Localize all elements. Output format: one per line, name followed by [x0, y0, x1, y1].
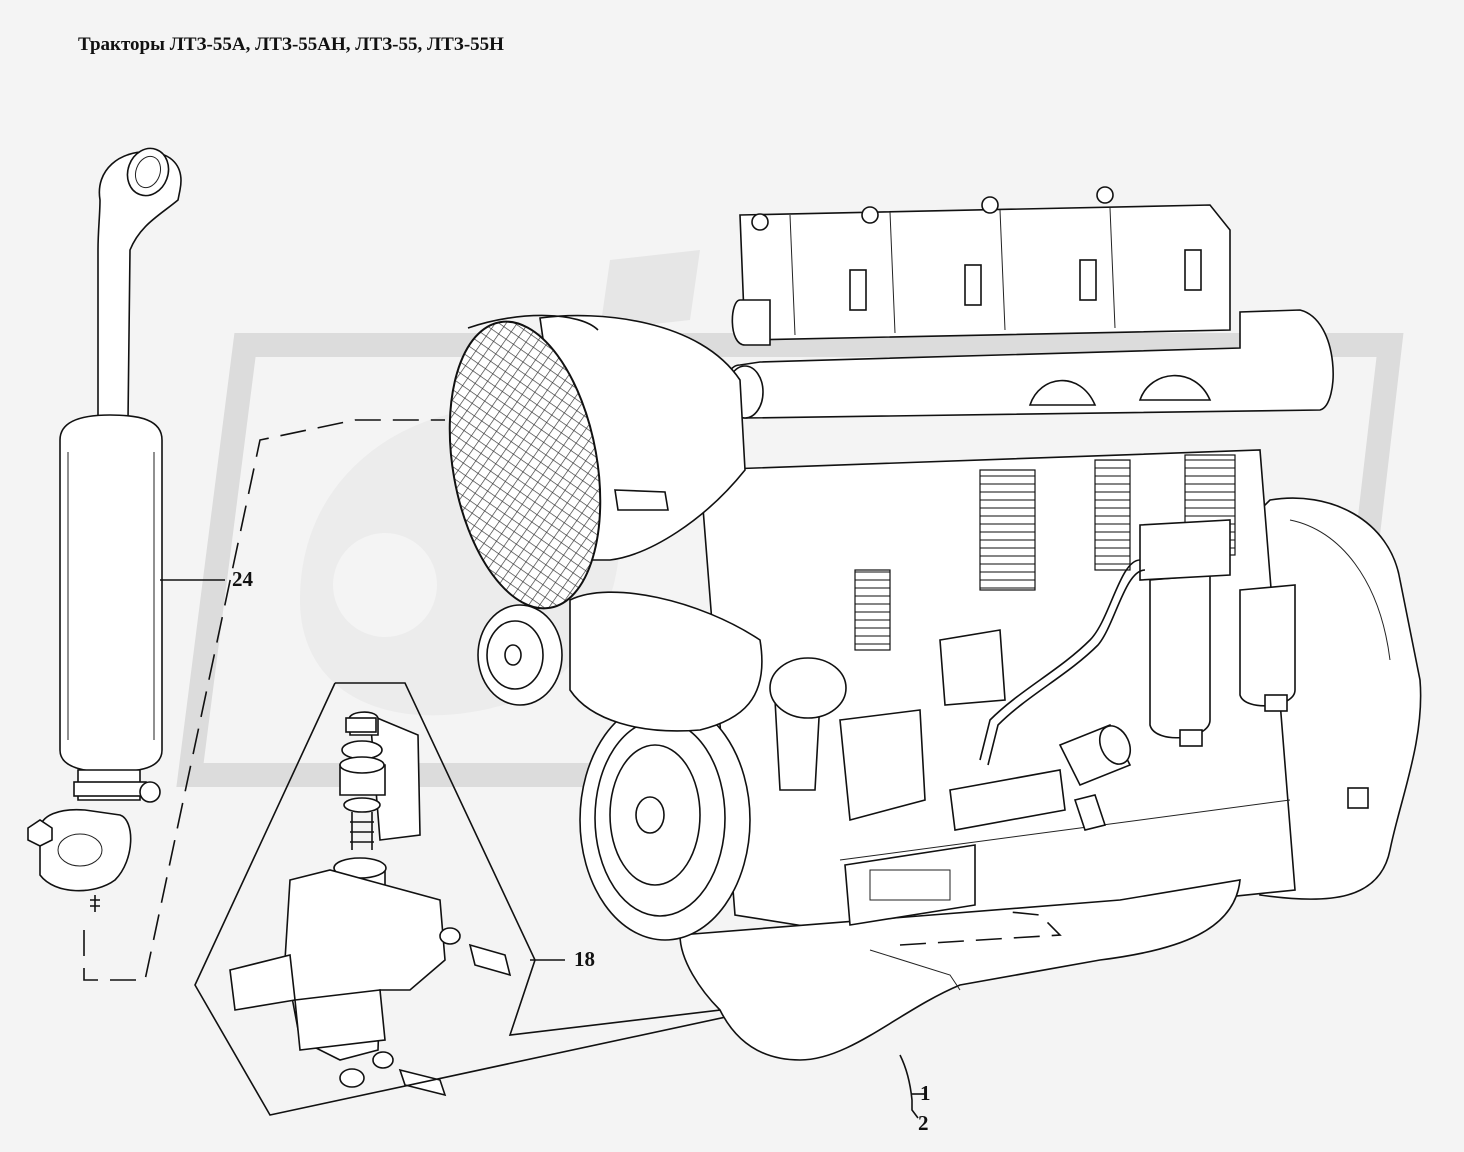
muffler-connection-dashed-line	[83, 419, 445, 981]
alternator-pulley	[477, 604, 563, 706]
engine-mount-assembly	[229, 711, 512, 1097]
tractor-engine	[448, 186, 1422, 1061]
callout-label-1: 1	[920, 1081, 931, 1105]
exhaust-muffler	[27, 147, 182, 912]
callout-label-2: 2	[918, 1111, 929, 1135]
fuel-filters	[979, 519, 1296, 766]
callout-1-2-leader	[899, 1054, 919, 1119]
callout-label-18: 18	[574, 947, 595, 971]
injector-nozzles	[751, 186, 1202, 311]
crankshaft-pulley	[579, 699, 751, 941]
callout-label-24: 24	[232, 567, 254, 591]
mount-outline-lower	[194, 682, 806, 1116]
page-title: Тракторы ЛТЗ-55А, ЛТЗ-55АН, ЛТЗ-55, ЛТЗ-…	[78, 34, 504, 55]
starter	[1058, 723, 1132, 831]
